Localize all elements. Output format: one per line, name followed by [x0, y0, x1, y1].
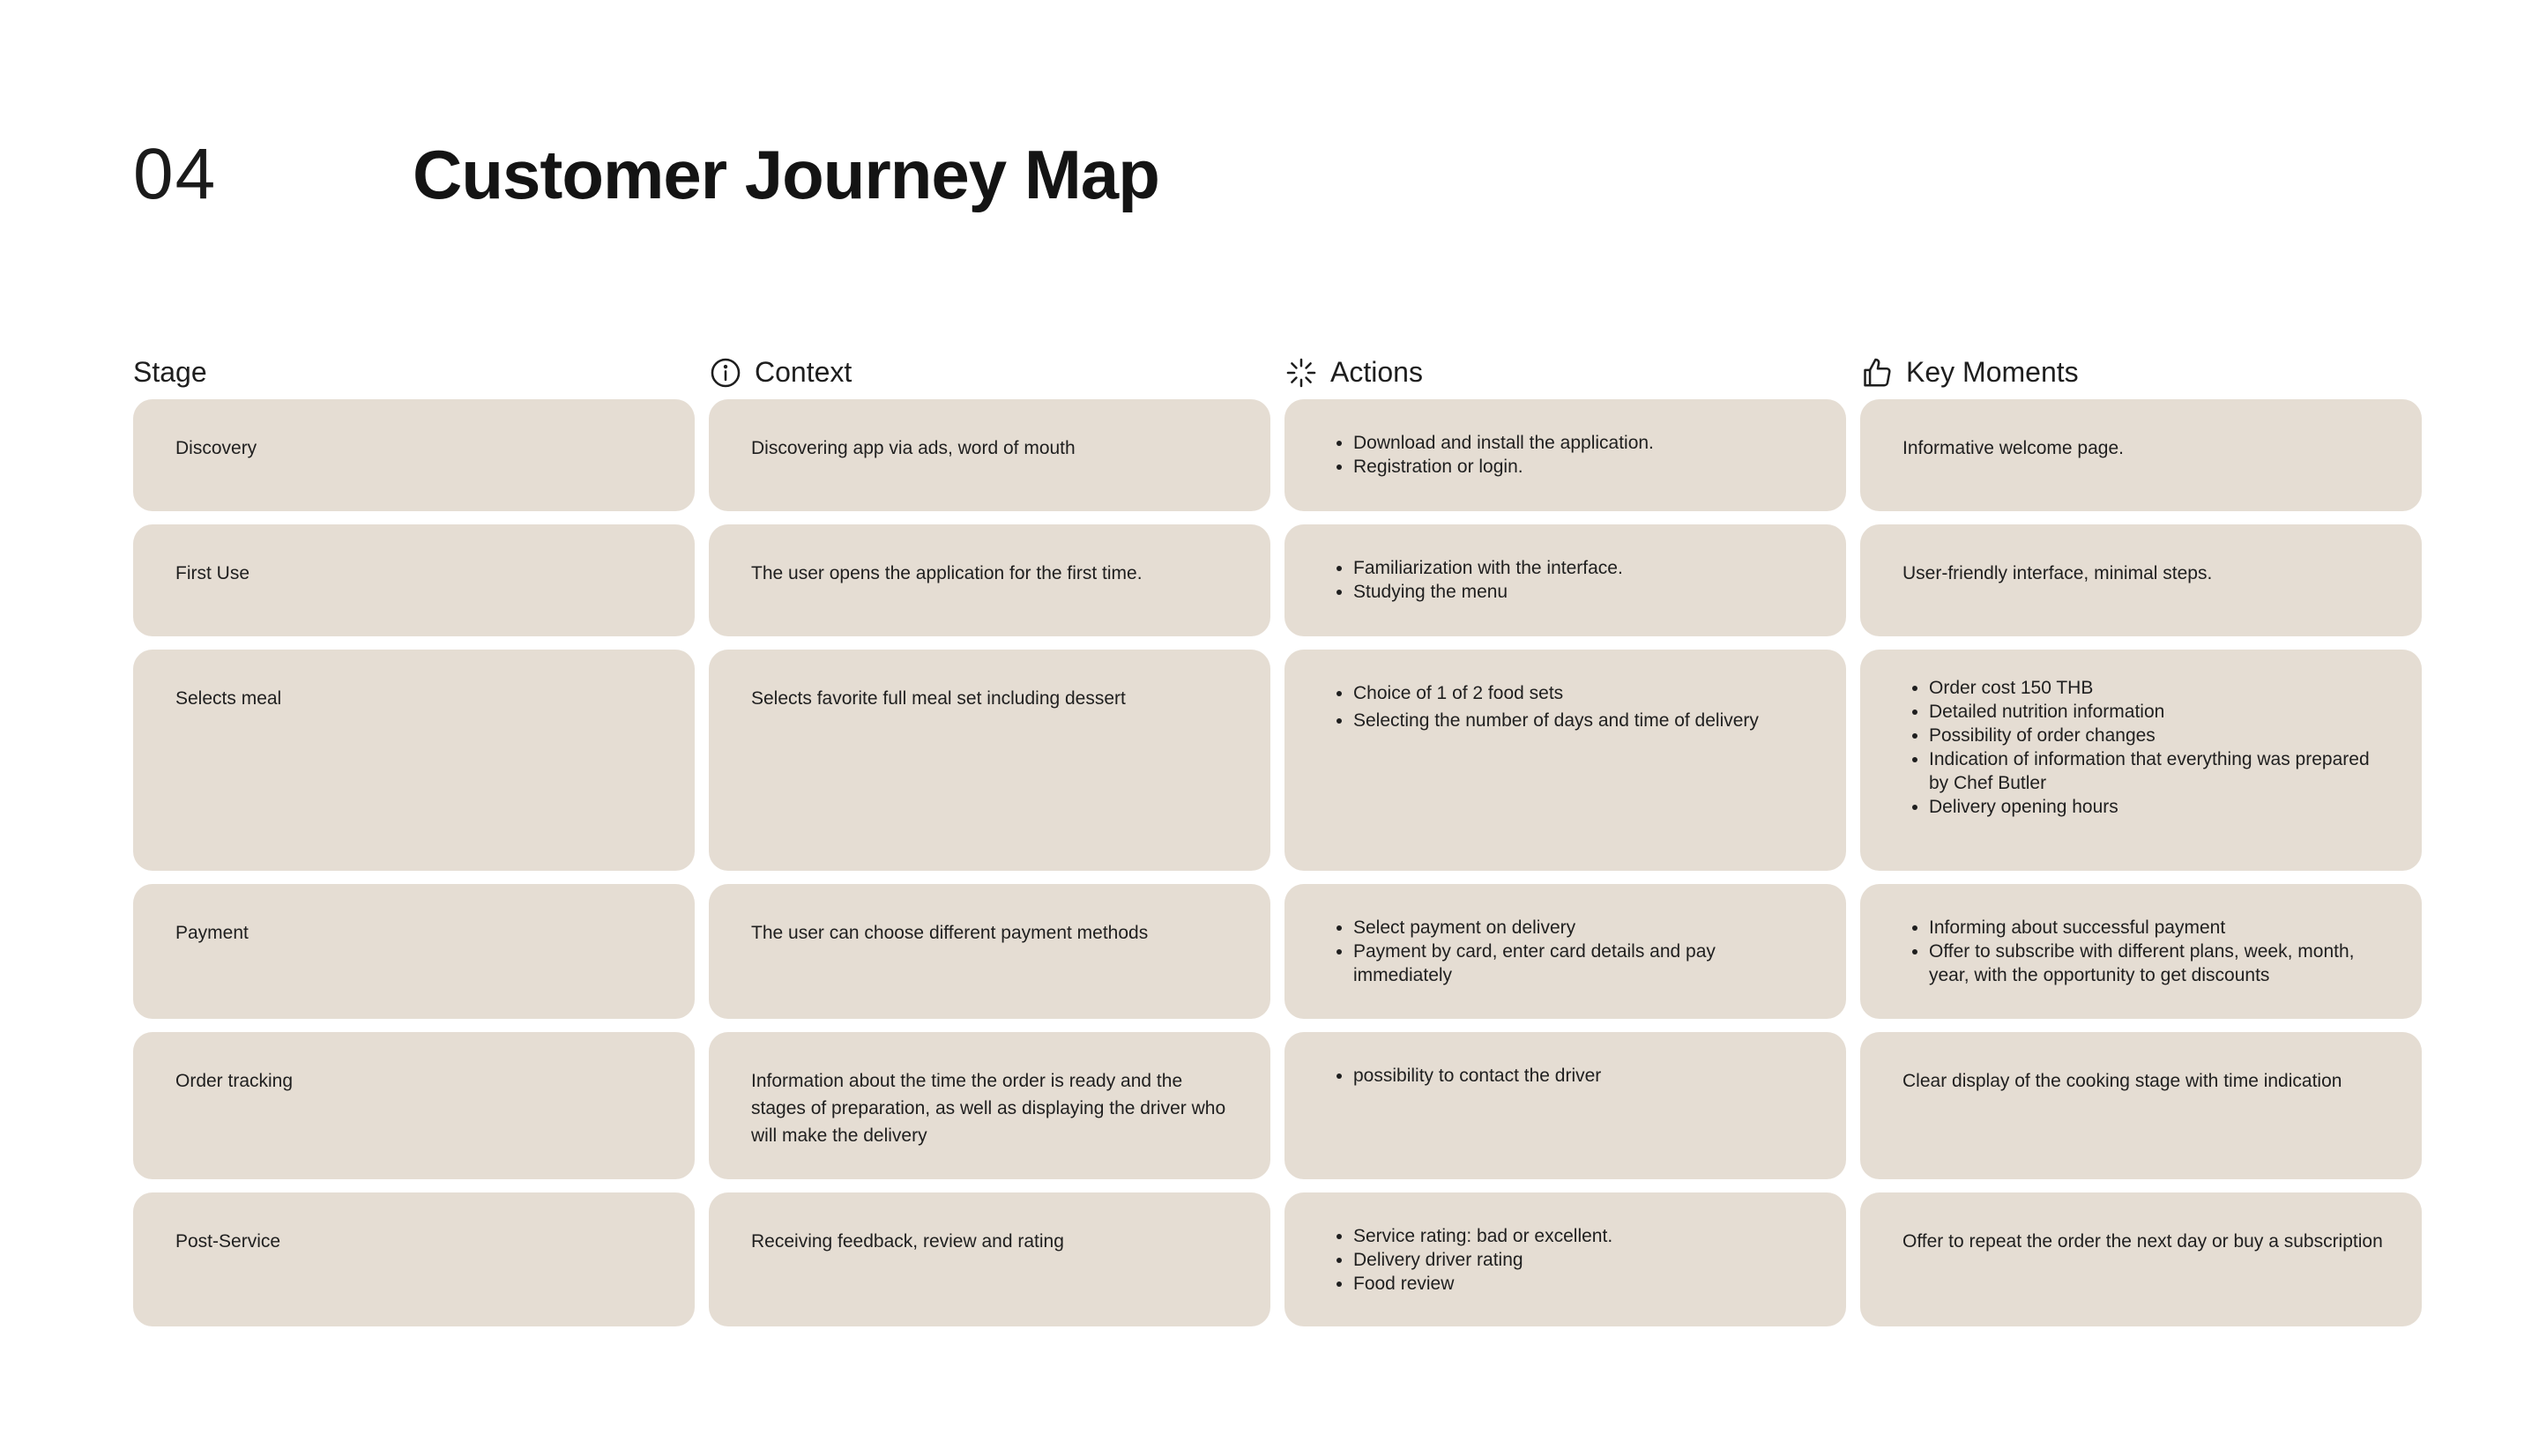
context-text: Information about the time the order is … [751, 1071, 1226, 1146]
key-moments-cell: Informative welcome page. [1860, 399, 2422, 511]
stage-cell: Selects meal [133, 650, 695, 871]
key-moments-cell: Clear display of the cooking stage with … [1860, 1032, 2422, 1179]
context-text: Receiving feedback, review and rating [751, 1231, 1064, 1252]
section-number: 04 [133, 134, 218, 214]
list-item: Order cost 150 THB [1929, 676, 2386, 700]
stage-cell: Payment [133, 884, 695, 1019]
actions-cell: Service rating: bad or excellent. Delive… [1284, 1192, 1846, 1326]
list-item: Download and install the application. [1353, 431, 1811, 455]
list-item: Indication of information that everythin… [1929, 747, 2386, 795]
actions-cell: Choice of 1 of 2 food sets Selecting the… [1284, 650, 1846, 871]
stage-cell: Discovery [133, 399, 695, 511]
actions-list: Choice of 1 of 2 food sets Selecting the… [1327, 681, 1811, 732]
column-header-key-moments: Key Moments [1860, 340, 2422, 405]
loader-burst-icon [1286, 358, 1316, 387]
key-moments-text: Clear display of the cooking stage with … [1902, 1071, 2342, 1091]
key-moments-list: Order cost 150 THB Detailed nutrition in… [1902, 676, 2386, 819]
context-cell: The user opens the application for the f… [709, 524, 1270, 636]
stage-label: Post-Service [175, 1231, 281, 1252]
actions-list: Select payment on delivery Payment by ca… [1327, 916, 1811, 987]
list-item: Registration or login. [1353, 455, 1811, 479]
stage-cell: Order tracking [133, 1032, 695, 1179]
key-moments-list: Informing about successful payment Offer… [1902, 916, 2386, 987]
actions-cell: Download and install the application. Re… [1284, 399, 1846, 511]
actions-list: Service rating: bad or excellent. Delive… [1327, 1224, 1811, 1296]
column-header-context: Context [709, 340, 1270, 405]
list-item: Choice of 1 of 2 food sets [1353, 681, 1811, 705]
key-moments-cell: Order cost 150 THB Detailed nutrition in… [1860, 650, 2422, 871]
list-item: Delivery driver rating [1353, 1248, 1811, 1272]
context-text: Discovering app via ads, word of mouth [751, 438, 1076, 458]
list-item: Informing about successful payment [1929, 916, 2386, 940]
stage-label: Discovery [175, 438, 257, 458]
context-text: The user can choose different payment me… [751, 923, 1149, 943]
list-item: Offer to subscribe with different plans,… [1929, 940, 2386, 987]
list-item: Food review [1353, 1272, 1811, 1296]
stage-label: First Use [175, 563, 249, 583]
actions-cell: Familiarization with the interface. Stud… [1284, 524, 1846, 636]
stage-label: Payment [175, 923, 249, 943]
actions-list: Download and install the application. Re… [1327, 431, 1811, 479]
actions-cell: Select payment on delivery Payment by ca… [1284, 884, 1846, 1019]
column-header-label: Context [755, 356, 853, 388]
list-item: possibility to contact the driver [1353, 1064, 1811, 1088]
actions-list: possibility to contact the driver [1327, 1064, 1811, 1088]
key-moments-cell: Informing about successful payment Offer… [1860, 884, 2422, 1019]
context-text: Selects favorite full meal set including… [751, 688, 1126, 709]
context-text: The user opens the application for the f… [751, 563, 1143, 583]
key-moments-cell: Offer to repeat the order the next day o… [1860, 1192, 2422, 1326]
key-moments-text: Informative welcome page. [1902, 438, 2124, 458]
column-header-stage: Stage [133, 340, 695, 405]
list-item: Familiarization with the interface. [1353, 556, 1811, 580]
list-item: Detailed nutrition information [1929, 700, 2386, 724]
list-item: Payment by card, enter card details and … [1353, 940, 1811, 987]
context-cell: Information about the time the order is … [709, 1032, 1270, 1179]
list-item: Select payment on delivery [1353, 916, 1811, 940]
context-cell: The user can choose different payment me… [709, 884, 1270, 1019]
list-item: Studying the menu [1353, 580, 1811, 604]
column-header-label: Key Moments [1906, 356, 2079, 388]
page-title: Customer Journey Map [413, 136, 1160, 213]
key-moments-text: Offer to repeat the order the next day o… [1902, 1231, 2383, 1252]
actions-cell: possibility to contact the driver [1284, 1032, 1846, 1179]
stage-label: Order tracking [175, 1071, 294, 1091]
stage-cell: First Use [133, 524, 695, 636]
column-header-label: Stage [133, 356, 207, 388]
key-moments-cell: User-friendly interface, minimal steps. [1860, 524, 2422, 636]
column-header-actions: Actions [1284, 340, 1846, 405]
list-item: Selecting the number of days and time of… [1353, 709, 1811, 732]
list-item: Delivery opening hours [1929, 795, 2386, 819]
list-item: Possibility of order changes [1929, 724, 2386, 747]
column-header-label: Actions [1330, 356, 1423, 388]
actions-list: Familiarization with the interface. Stud… [1327, 556, 1811, 604]
journey-table: Stage Context Actions [133, 340, 2422, 1326]
key-moments-text: User-friendly interface, minimal steps. [1902, 563, 2213, 583]
info-circle-icon [711, 358, 741, 387]
thumbs-up-icon [1864, 358, 1891, 387]
context-cell: Selects favorite full meal set including… [709, 650, 1270, 871]
stage-cell: Post-Service [133, 1192, 695, 1326]
context-cell: Receiving feedback, review and rating [709, 1192, 1270, 1326]
list-item: Service rating: bad or excellent. [1353, 1224, 1811, 1248]
context-cell: Discovering app via ads, word of mouth [709, 399, 1270, 511]
stage-label: Selects meal [175, 688, 282, 709]
